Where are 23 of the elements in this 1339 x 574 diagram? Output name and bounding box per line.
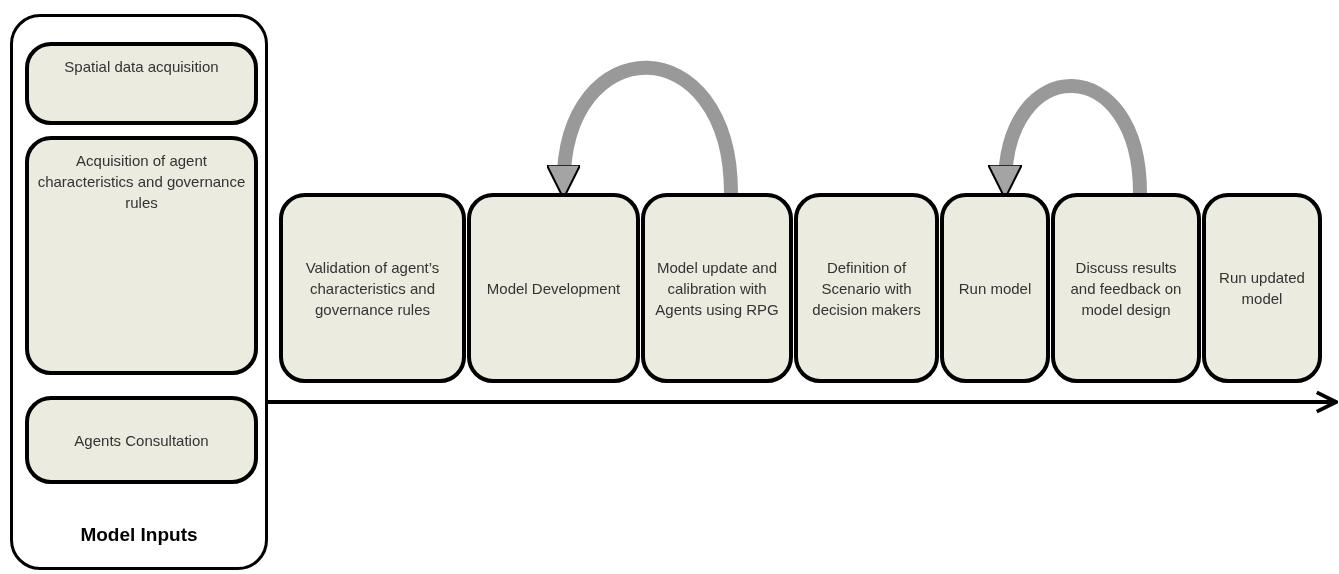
process-box bbox=[279, 193, 466, 383]
box-label: Agents Consultation bbox=[73, 430, 210, 451]
box-label: Definition of Scenario with decision makers bbox=[811, 257, 922, 320]
box-label: Validation of agent’s characteristics and governance rules bbox=[304, 257, 441, 320]
process-box bbox=[25, 396, 258, 484]
process-box bbox=[641, 193, 793, 383]
process-box bbox=[25, 136, 258, 375]
process-box bbox=[794, 193, 939, 383]
box-label: Run model bbox=[957, 278, 1033, 299]
group-panel bbox=[10, 14, 268, 570]
box-label: Model Development bbox=[485, 278, 622, 299]
process-box bbox=[25, 42, 258, 125]
process-box bbox=[1202, 193, 1322, 383]
box-label: Model update and calibration with Agents using RPG bbox=[654, 257, 780, 320]
box-label: Discuss results and feedback on model design bbox=[1069, 257, 1183, 320]
box-label: Spatial data acquisition bbox=[63, 57, 220, 77]
process-box bbox=[1051, 193, 1201, 383]
group-title: Model Inputs bbox=[79, 524, 199, 545]
box-label: Run updated model bbox=[1218, 268, 1306, 309]
box-label: Acquisition of agent characteristics and governance rules bbox=[36, 151, 247, 213]
arrow bbox=[268, 390, 1338, 414]
process-box bbox=[467, 193, 640, 383]
process-box bbox=[940, 193, 1050, 383]
